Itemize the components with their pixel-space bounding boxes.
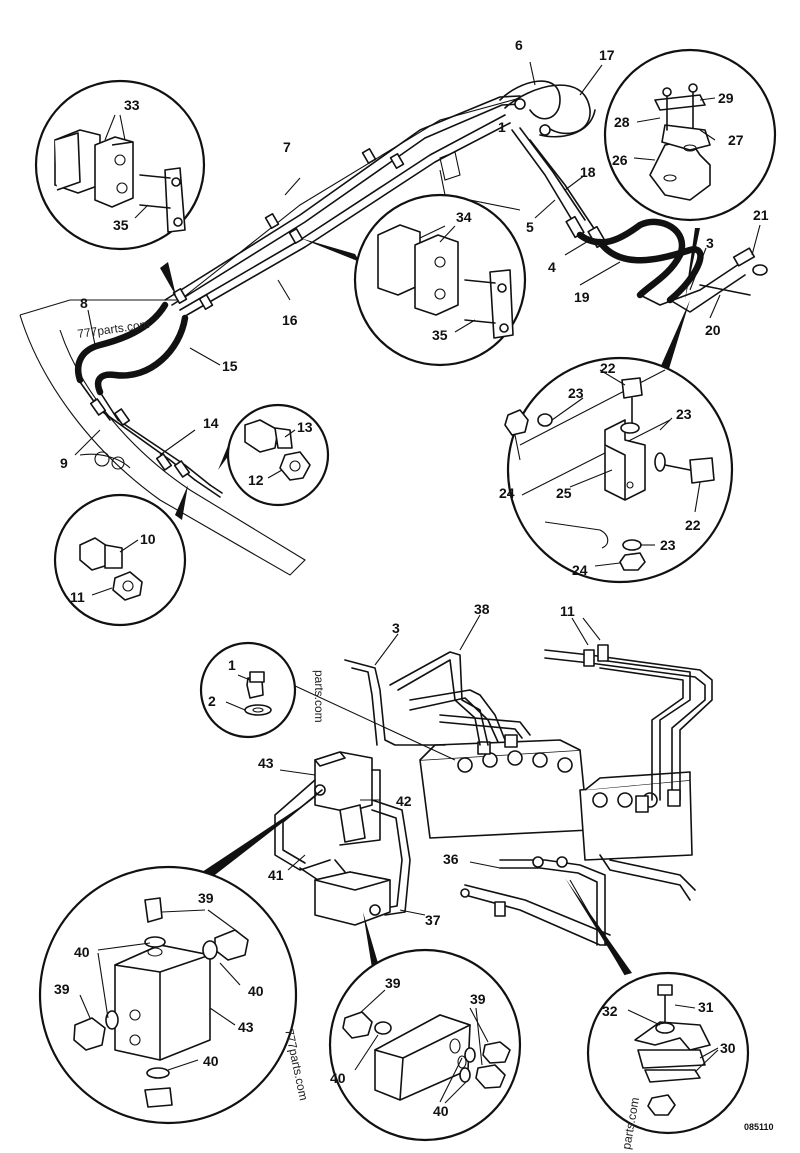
lower-pipes-3-38: [344, 651, 531, 746]
detail-circle-block-37: [328, 948, 522, 1142]
label-25: 25: [556, 485, 572, 501]
label-23-right: 23: [676, 406, 692, 422]
label-18: 18: [580, 164, 596, 180]
block-37: [299, 859, 391, 926]
part-number-labels: 6 17 1 7 18 5 4 19 3 21 20 16 8 15 14 9 …: [54, 37, 769, 1119]
detail-circle-union-13: [226, 403, 330, 507]
leader-lines-upper: [74, 61, 761, 456]
label-27: 27: [728, 132, 744, 148]
label-22-top: 22: [600, 360, 616, 376]
label-39-b: 39: [54, 981, 70, 997]
valve-bank: [419, 734, 693, 861]
label-35-right: 35: [432, 327, 448, 343]
detail-circle-bracket-25: [504, 356, 734, 584]
label-6: 6: [515, 37, 523, 53]
label-10: 10: [140, 531, 156, 547]
label-30: 30: [720, 1040, 736, 1056]
label-42: 42: [396, 793, 412, 809]
label-40-c: 40: [203, 1053, 219, 1069]
label-1-lower: 1: [228, 657, 236, 673]
label-41: 41: [268, 867, 284, 883]
label-22-right: 22: [685, 517, 701, 533]
label-14: 14: [203, 415, 219, 431]
detail-circle-clamp-34: [353, 193, 527, 367]
label-38: 38: [474, 601, 490, 617]
label-11-upper: 11: [70, 589, 85, 605]
label-32: 32: [602, 1003, 618, 1019]
label-15: 15: [222, 358, 238, 374]
label-33: 33: [124, 97, 140, 113]
label-3-lower: 3: [392, 620, 400, 636]
dipper-pipes: [511, 127, 768, 313]
label-43-lower: 43: [238, 1019, 254, 1035]
label-40-b: 40: [248, 983, 264, 999]
label-36: 36: [443, 851, 459, 867]
watermark-upper: 777parts.com: [76, 317, 150, 341]
pipes-36: [460, 856, 611, 946]
label-1-upper: 1: [498, 119, 506, 135]
label-43-upper: 43: [258, 755, 274, 771]
label-29: 29: [718, 90, 734, 106]
detail-circle-union-10: [53, 493, 187, 627]
label-31: 31: [698, 999, 714, 1015]
label-24-left: 24: [499, 485, 515, 501]
label-40-d: 40: [330, 1070, 346, 1086]
label-39-d: 39: [470, 991, 486, 1007]
label-28: 28: [614, 114, 630, 130]
label-19: 19: [574, 289, 590, 305]
label-17: 17: [599, 47, 615, 63]
top-hoses: [499, 80, 596, 138]
label-11-lower: 11: [560, 603, 575, 619]
label-39-a: 39: [198, 890, 214, 906]
label-12: 12: [248, 472, 264, 488]
label-5: 5: [526, 219, 534, 235]
watermark-lower-left: 777parts.com: [282, 1028, 311, 1102]
label-35-left: 35: [113, 217, 129, 233]
label-8: 8: [80, 295, 88, 311]
label-37: 37: [425, 912, 441, 928]
detail-circle-block-43: [38, 865, 298, 1125]
boom-pipes: [164, 95, 523, 316]
label-3-upper: 3: [706, 235, 714, 251]
label-7: 7: [283, 139, 291, 155]
label-16: 16: [282, 312, 298, 328]
label-23-bottom: 23: [660, 537, 676, 553]
label-34: 34: [456, 209, 472, 225]
detail-circle-clamp-26: [603, 48, 777, 222]
label-21: 21: [753, 207, 769, 223]
label-20: 20: [705, 322, 721, 338]
label-24-bottom: 24: [572, 562, 588, 578]
pilot-block-43: [274, 751, 411, 916]
label-4: 4: [548, 259, 556, 275]
detail-circle-clip-30: [586, 971, 750, 1135]
label-9: 9: [60, 455, 68, 471]
leader-lines-lower: [279, 614, 626, 976]
label-40-e: 40: [433, 1103, 449, 1119]
lower-pipes-right: [544, 644, 713, 901]
callout-wedges-upper: [160, 228, 700, 520]
boom-foot-hoses: [74, 301, 223, 498]
callout-wedges-lower: [190, 795, 632, 975]
detail-circle-bolt-1: [199, 641, 297, 739]
label-39-c: 39: [385, 975, 401, 991]
detail-circle-clamp-33: [34, 79, 206, 251]
label-23-left: 23: [568, 385, 584, 401]
drawing-reference: 085110: [744, 1122, 774, 1132]
watermark-middle: parts.com: [312, 670, 326, 723]
label-13: 13: [297, 419, 313, 435]
label-2: 2: [208, 693, 216, 709]
label-40-a: 40: [74, 944, 90, 960]
label-26: 26: [612, 152, 628, 168]
